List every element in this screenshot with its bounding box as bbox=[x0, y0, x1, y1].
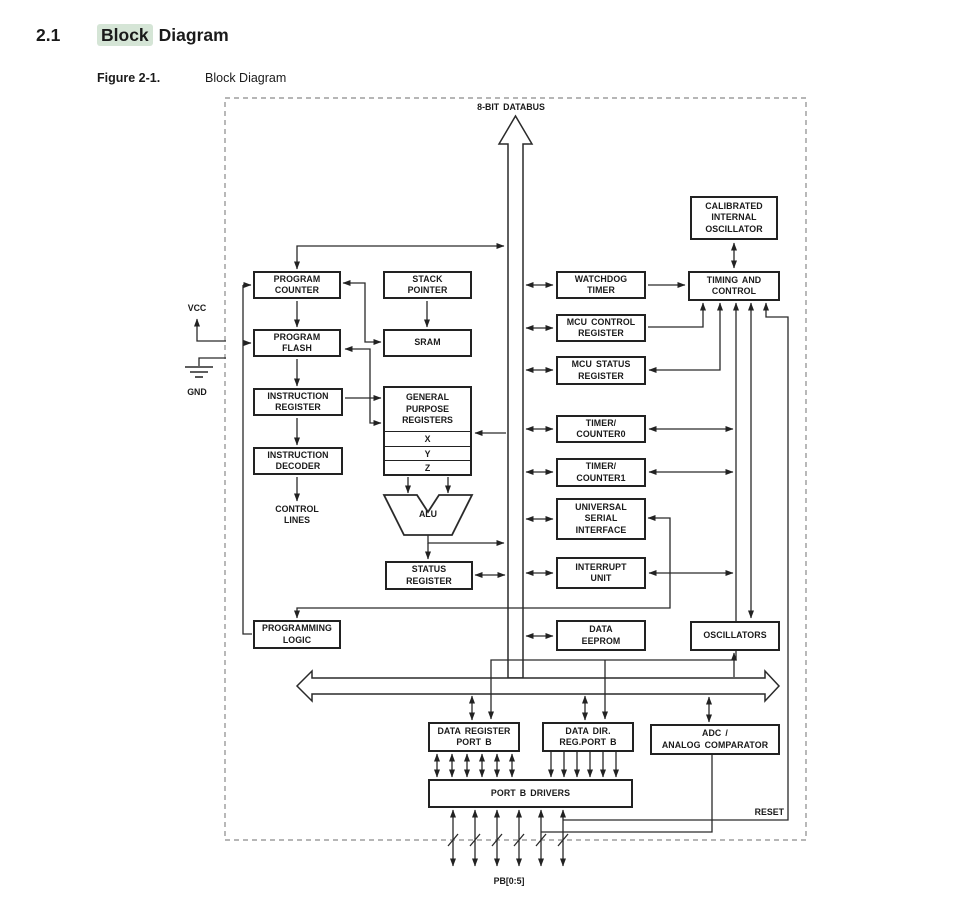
node-status-register: STATUS REGISTER bbox=[385, 561, 473, 590]
databus-vertical-arrow bbox=[497, 114, 534, 679]
vcc-gnd-symbols bbox=[185, 318, 226, 378]
reset-label: RESET bbox=[754, 807, 784, 817]
node-programming-logic: PROGRAMMING LOGIC bbox=[253, 620, 341, 649]
node-data-register-port-b: DATA REGISTER PORT B bbox=[428, 722, 520, 752]
peripheral-bus-connectors bbox=[525, 282, 554, 639]
section-number: 2.1 bbox=[36, 25, 61, 45]
gpr-row-z: Z bbox=[385, 460, 470, 475]
port-pins-label: PB[0:5] bbox=[493, 876, 525, 886]
control-lines-label: CONTROL LINES bbox=[275, 504, 319, 526]
pin-connectors bbox=[447, 809, 569, 867]
node-data-dir-reg-port-b: DATA DIR. REG.PORT B bbox=[542, 722, 634, 752]
node-calibrated-internal-oscillator: CALIBRATED INTERNAL OSCILLATOR bbox=[690, 196, 778, 240]
node-adc-analog-comparator: ADC / ANALOG COMPARATOR bbox=[650, 724, 780, 755]
figure-label: Figure 2-1. bbox=[97, 71, 161, 85]
node-program-counter: PROGRAM COUNTER bbox=[253, 271, 341, 299]
diagram-dashed-border bbox=[224, 97, 807, 841]
node-timer-counter0: TIMER/ COUNTER0 bbox=[556, 415, 646, 443]
highlighted-word: Block bbox=[97, 24, 153, 46]
node-universal-serial-interface: UNIVERSAL SERIAL INTERFACE bbox=[556, 498, 646, 540]
node-instruction-register: INSTRUCTION REGISTER bbox=[253, 388, 343, 416]
node-oscillators: OSCILLATORS bbox=[690, 621, 780, 651]
node-timing-and-control: TIMING AND CONTROL bbox=[688, 271, 780, 301]
databus-horizontal-arrow bbox=[295, 669, 781, 703]
gnd-label: GND bbox=[187, 387, 207, 397]
node-general-purpose-registers: GENERAL PURPOSE REGISTERS X Y Z bbox=[383, 386, 472, 476]
port-connectors bbox=[434, 695, 713, 833]
node-sram: SRAM bbox=[383, 329, 472, 357]
node-timer-counter1: TIMER/ COUNTER1 bbox=[556, 458, 646, 487]
pin-border-slashes bbox=[447, 833, 569, 847]
node-program-flash: PROGRAM FLASH bbox=[253, 329, 341, 357]
gpr-row-x: X bbox=[385, 431, 470, 446]
node-port-b-drivers: PORT B DRIVERS bbox=[428, 779, 633, 808]
alu-label: ALU bbox=[418, 509, 438, 519]
figure-caption: Block Diagram bbox=[205, 71, 287, 85]
node-mcu-status-register: MCU STATUS REGISTER bbox=[556, 356, 646, 385]
gpr-row-y: Y bbox=[385, 445, 470, 461]
node-interrupt-unit: INTERRUPT UNIT bbox=[556, 557, 646, 589]
databus-label: 8-BIT DATABUS bbox=[477, 102, 545, 112]
timing-control-connectors bbox=[488, 242, 789, 821]
vcc-label: VCC bbox=[187, 303, 207, 313]
gpr-header: GENERAL PURPOSE REGISTERS bbox=[402, 392, 453, 426]
node-data-eeprom: DATA EEPROM bbox=[556, 620, 646, 651]
section-title-rest: Diagram bbox=[158, 25, 229, 45]
node-stack-pointer: STACK POINTER bbox=[383, 271, 472, 299]
node-mcu-control-register: MCU CONTROL REGISTER bbox=[556, 314, 646, 342]
node-watchdog-timer: WATCHDOG TIMER bbox=[556, 271, 646, 299]
node-instruction-decoder: INSTRUCTION DECODER bbox=[253, 447, 343, 475]
